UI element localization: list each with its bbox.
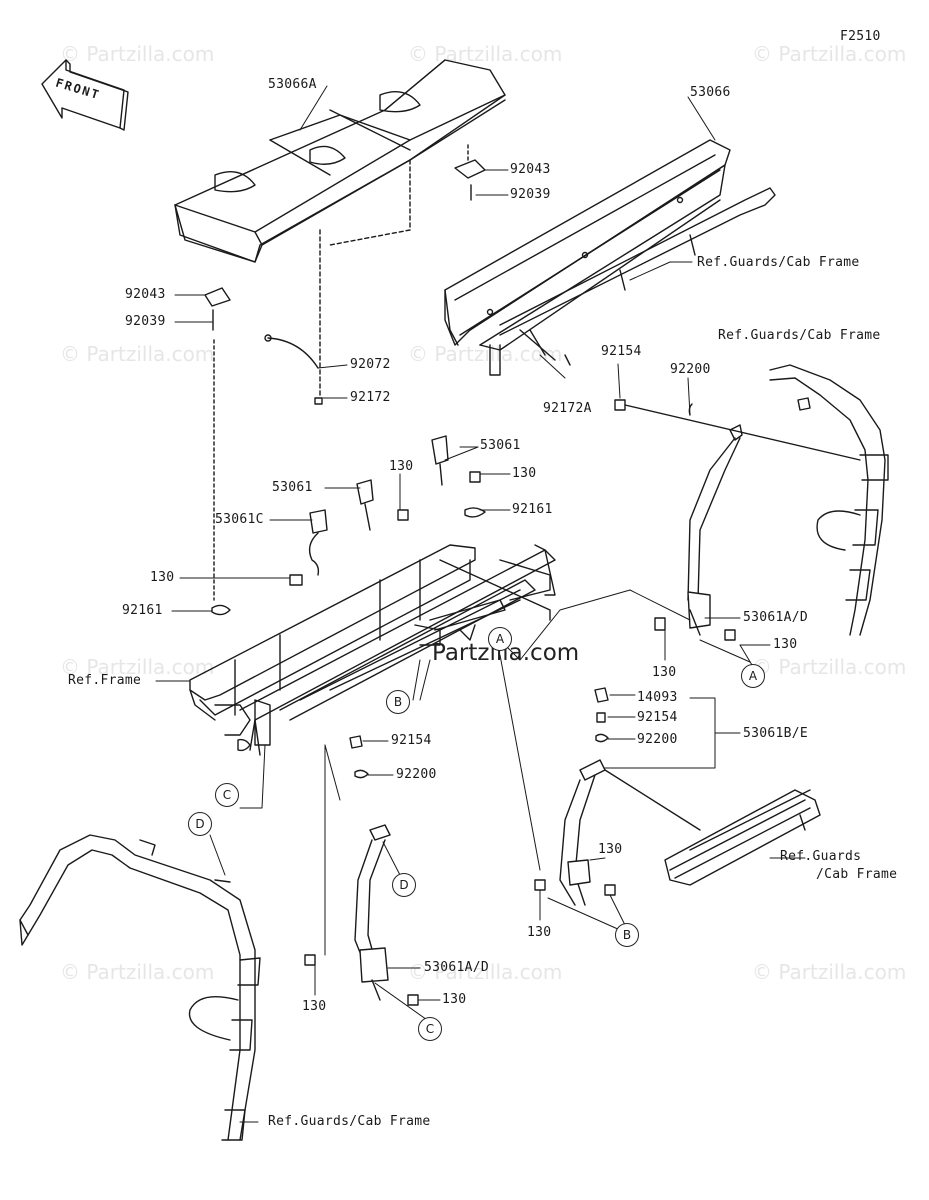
part-label: 92043 xyxy=(510,162,551,177)
part-label: 92200 xyxy=(637,732,678,747)
part-label: 130 xyxy=(773,637,798,652)
part-label: 130 xyxy=(512,466,537,481)
ref-label: /Cab Frame xyxy=(816,867,898,882)
part-label: 92172 xyxy=(350,390,391,405)
part-label: 92200 xyxy=(396,767,437,782)
watermark: © Partzilla.com xyxy=(60,42,215,66)
part-label: 92154 xyxy=(637,710,678,725)
part-label: 92039 xyxy=(510,187,551,202)
part-label: 92043 xyxy=(125,287,166,302)
callout-c: C xyxy=(418,1017,442,1041)
part-label: 92072 xyxy=(350,357,391,372)
part-label: 53061B/E xyxy=(743,726,809,741)
callout-c: C xyxy=(215,783,239,807)
callout-d: D xyxy=(392,873,416,897)
ref-label: Ref.Guards/Cab Frame xyxy=(718,328,881,343)
part-label: 92161 xyxy=(122,603,163,618)
buckle-53061-top xyxy=(289,435,481,586)
hardware-seat xyxy=(204,144,486,616)
belt-retractor-right xyxy=(614,399,861,641)
part-label: 92039 xyxy=(125,314,166,329)
callout-b: B xyxy=(615,923,639,947)
watermark: © Partzilla.com xyxy=(60,655,215,679)
watermark: © Partzilla.com xyxy=(408,960,563,984)
belt-retractor-left xyxy=(304,735,419,1006)
callout-b: B xyxy=(386,690,410,714)
part-label: 53061C xyxy=(215,512,264,527)
part-label: 53061A/D xyxy=(743,610,809,625)
part-label: 53066 xyxy=(690,85,731,100)
part-label: 130 xyxy=(527,925,552,940)
part-label: 130 xyxy=(598,842,623,857)
part-label: 130 xyxy=(389,459,414,474)
guard-rail-top xyxy=(499,187,776,336)
watermark: © Partzilla.com xyxy=(752,42,907,66)
part-label: 92161 xyxy=(512,502,553,517)
watermark: © Partzilla.com xyxy=(60,342,215,366)
main-frame xyxy=(189,544,556,756)
seat-cushion xyxy=(174,59,506,263)
part-label: 53061 xyxy=(272,480,313,495)
ref-label: Ref.Guards/Cab Frame xyxy=(697,255,860,270)
front-arrow-icon xyxy=(41,59,129,131)
leader-lines xyxy=(155,85,806,1123)
part-label: 130 xyxy=(652,665,677,680)
callout-d: D xyxy=(188,812,212,836)
part-label: 53061A/D xyxy=(424,960,490,975)
guard-rail-right xyxy=(769,364,889,636)
part-label: 53066A xyxy=(268,77,317,92)
ref-label: Ref.Frame xyxy=(68,673,142,688)
watermark: © Partzilla.com xyxy=(752,960,907,984)
part-label: 92172A xyxy=(543,401,592,416)
watermark: © Partzilla.com xyxy=(60,960,215,984)
part-label: 14093 xyxy=(637,690,678,705)
callout-a: A xyxy=(488,627,512,651)
ref-label: Ref.Guards xyxy=(780,849,862,864)
seat-backrest xyxy=(444,139,731,376)
callout-a: A xyxy=(741,664,765,688)
ref-label: Ref.Guards/Cab Frame xyxy=(268,1114,431,1129)
watermark: © Partzilla.com xyxy=(752,655,907,679)
belt-retractor-middle xyxy=(534,687,701,906)
part-label: 92154 xyxy=(391,733,432,748)
figure-code: F2510 xyxy=(840,29,881,44)
guard-rail-middle xyxy=(664,789,821,886)
part-label: 130 xyxy=(302,999,327,1014)
part-label: 130 xyxy=(150,570,175,585)
watermark: © Partzilla.com xyxy=(408,42,563,66)
part-label: 53061 xyxy=(480,438,521,453)
part-label: 130 xyxy=(442,992,467,1007)
part-label: 92200 xyxy=(670,362,711,377)
part-label: 92154 xyxy=(601,344,642,359)
guard-rail-left xyxy=(19,834,261,1141)
